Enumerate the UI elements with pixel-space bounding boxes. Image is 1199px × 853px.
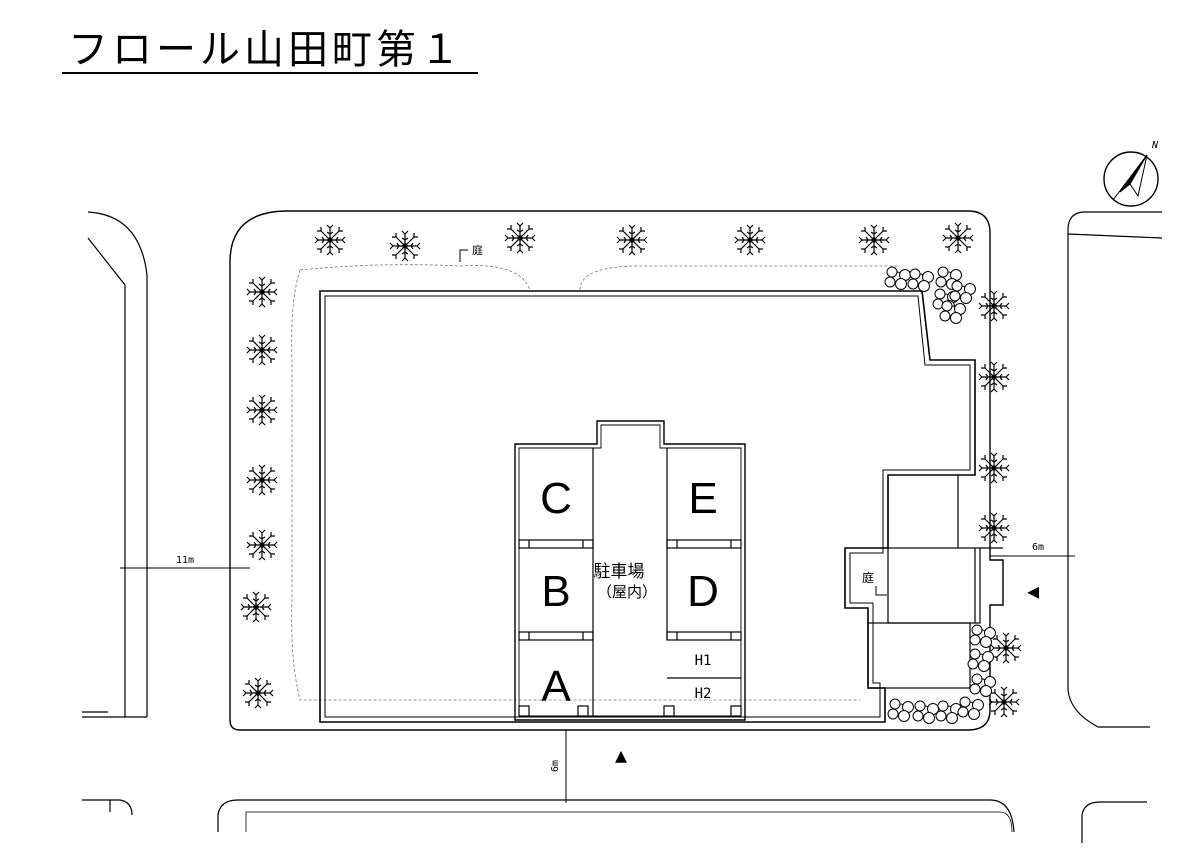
svg-text:11m: 11m	[176, 555, 194, 566]
bay-h2-label: H2	[695, 686, 712, 702]
building-outline	[319, 290, 976, 723]
shrubs	[884, 266, 996, 724]
svg-text:6m: 6m	[1032, 542, 1044, 553]
garden-label-top: 庭	[459, 243, 483, 262]
west-road	[82, 211, 148, 718]
parking-bays	[518, 539, 742, 717]
dimension-west-road: 11m	[120, 555, 250, 569]
east-annex	[867, 475, 1003, 689]
bay-d-label: D	[687, 567, 719, 616]
bay-b-label: B	[541, 567, 570, 616]
parking-label: 駐車場	[594, 562, 645, 582]
east-road	[1067, 211, 1163, 728]
south-road	[82, 799, 1147, 843]
dimension-south-road: 6m	[550, 730, 567, 803]
svg-text:庭: 庭	[472, 243, 483, 257]
title-underline	[62, 72, 478, 74]
garden-label-right: 庭	[862, 570, 887, 596]
bay-e-label: E	[688, 474, 717, 523]
site-boundary	[229, 210, 1004, 731]
entrance-arrow-east: ◀	[1027, 579, 1039, 603]
svg-text:6m: 6m	[550, 760, 561, 772]
bay-c-label: C	[540, 474, 572, 523]
north-arrow-icon: N	[1103, 140, 1159, 207]
svg-text:庭: 庭	[862, 570, 874, 585]
garden-inner-line	[291, 264, 900, 701]
entrance-arrow-south: ▲	[615, 743, 627, 767]
bay-a-label: A	[541, 662, 571, 711]
dimension-east-road: 6m	[990, 542, 1075, 557]
parking-sublabel: （屋内）	[597, 583, 657, 601]
svg-text:N: N	[1151, 140, 1159, 151]
page-title: フロール山田町第１	[68, 27, 464, 73]
bay-h1-label: H1	[695, 653, 712, 669]
